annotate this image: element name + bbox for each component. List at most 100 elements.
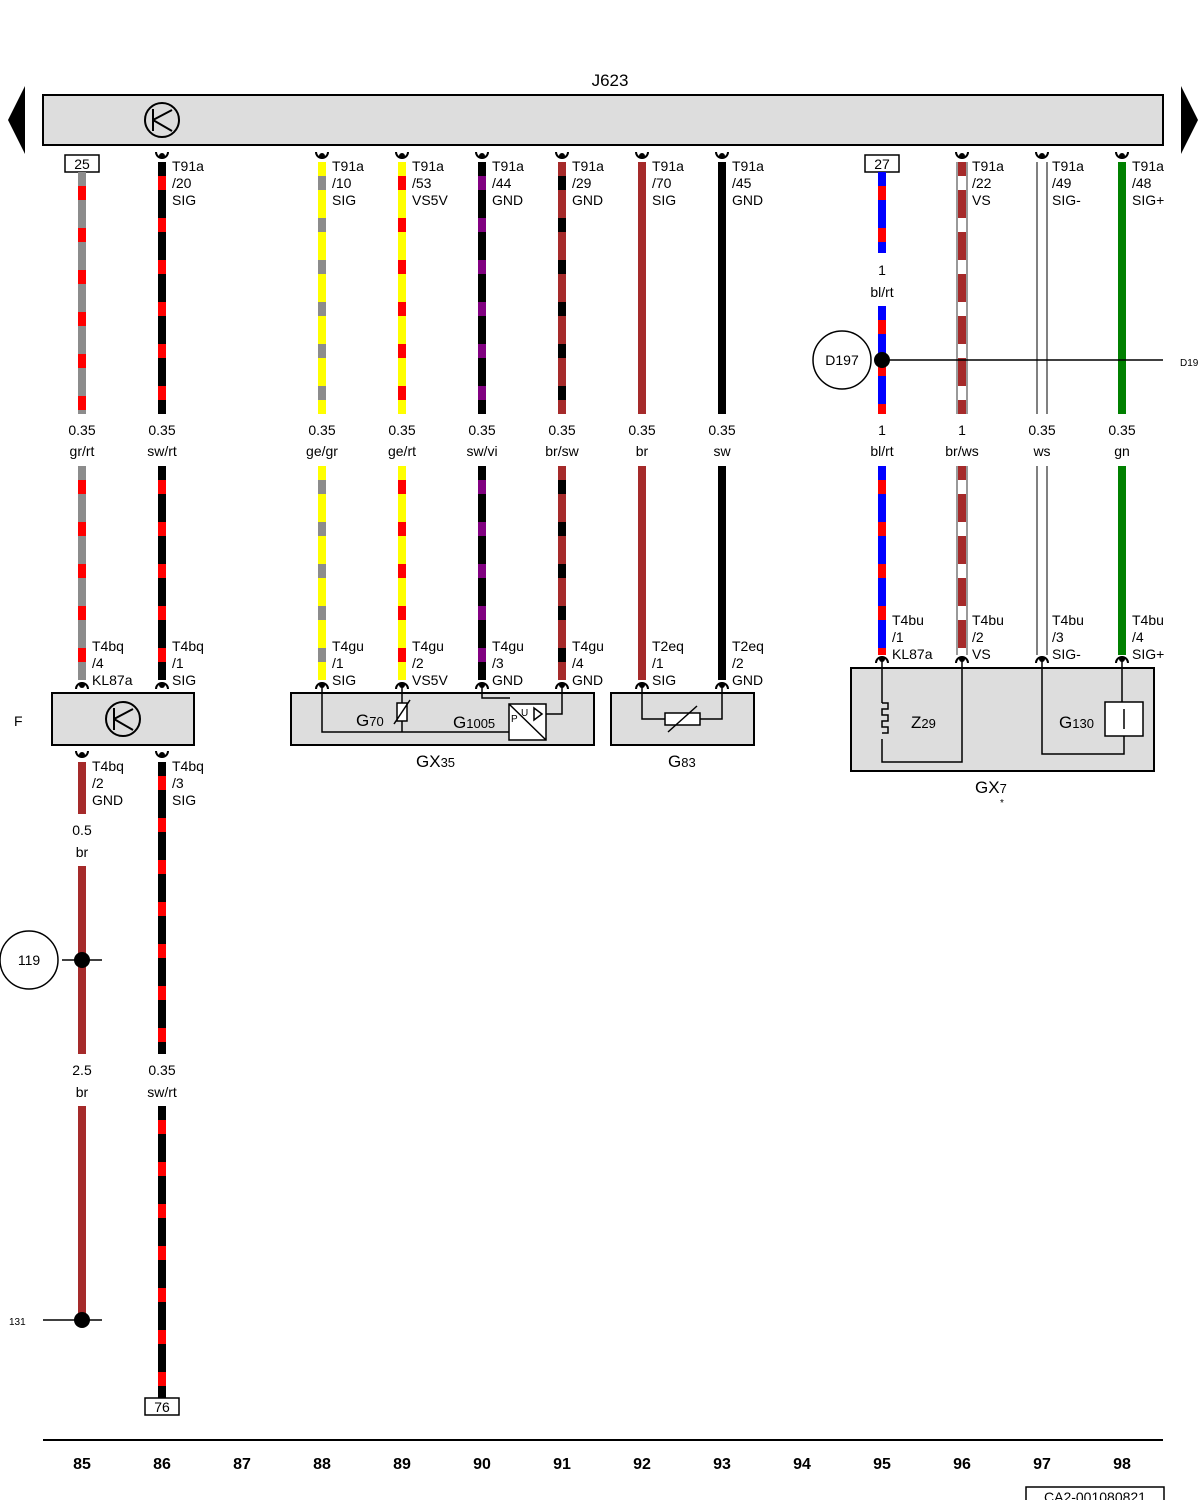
pin-col-88-pin: T4gu [332, 638, 364, 654]
wire-col-91-top-connector-dot [559, 153, 565, 159]
gx35-internal-wiring [321, 685, 563, 741]
wire-col-92-color: br [636, 443, 649, 459]
wire-85-color2: br [76, 1084, 89, 1100]
wire-col-93-color: sw [713, 443, 731, 459]
pin-col-97-connector-dot [1039, 656, 1045, 662]
sensor-u-label: U [521, 708, 528, 719]
column-number: 90 [473, 1456, 491, 1473]
wire-col-92-signal: SIG [652, 192, 676, 208]
wire-col-93-pin2: /45 [732, 175, 752, 191]
wire-col-90-pin2: /44 [492, 175, 512, 191]
pin-col-90-pin2: /3 [492, 655, 504, 671]
pin-col-88-pin2: /1 [332, 655, 344, 671]
wire-col-95-size: 1 [878, 422, 886, 438]
wires-layer: 250.35gr/rtT91a/20SIG0.35sw/rtT91a/10SIG… [64, 151, 1164, 1416]
wire-col-93-top-connector-dot [719, 153, 725, 159]
pin-col-93-signal: GND [732, 672, 763, 688]
pin-col-98-pin: T4bu [1132, 612, 1164, 628]
wire-col-96-signal: VS [972, 192, 991, 208]
pin-col-98-pin2: /4 [1132, 629, 1144, 645]
g83-internal-wiring [641, 685, 723, 733]
pin-col-85-pin2: /4 [92, 655, 104, 671]
wire-col-98-size: 0.35 [1108, 422, 1135, 438]
wire-col-89-pin2: /53 [412, 175, 432, 191]
wire-col-86-top-connector-dot [159, 153, 165, 159]
wire-col-97-pin2: /49 [1052, 175, 1072, 191]
wire-col-95-pin-label: 27 [874, 156, 890, 172]
wire-col-85-pin-label: 25 [74, 156, 90, 172]
sensor-p-label: P [511, 714, 518, 725]
column-number: 94 [793, 1456, 811, 1473]
lower-pin-col-85-pin: T4bq [92, 758, 124, 774]
wire-col-96-color: br/ws [945, 443, 978, 459]
column-number: 91 [553, 1456, 571, 1473]
ground-point-131-label: 131 [9, 1317, 26, 1328]
wire-col-92-top-connector-dot [639, 153, 645, 159]
doc-id-box [1025, 1486, 1165, 1500]
ground-point-d197 [812, 330, 872, 390]
wire-col-88-signal: SIG [332, 192, 356, 208]
wire-col-89-signal: VS5V [412, 192, 448, 208]
wire-col-86-signal: SIG [172, 192, 196, 208]
wire-col-88-size: 0.35 [308, 422, 335, 438]
wire-col-95-color: bl/rt [870, 443, 893, 459]
pin-col-96-signal: VS [972, 646, 991, 662]
wire-col-98-color: gn [1114, 443, 1130, 459]
wire-col-85-color: gr/rt [70, 443, 95, 459]
column-number: 88 [313, 1456, 331, 1473]
pin-col-89-signal: VS5V [412, 672, 448, 688]
wire-col-96-pin2: /22 [972, 175, 992, 191]
ground-point-d197-label: D197 [825, 352, 859, 368]
ecu-label: J623 [592, 71, 629, 90]
wire-col-95-mid-size: 1 [878, 262, 886, 278]
pin-col-91-pin: T4gu [572, 638, 604, 654]
wire-86-size: 0.35 [148, 1062, 175, 1078]
ground-point-119 [0, 930, 59, 990]
gx35-label: GX35 [416, 752, 455, 771]
g83-label: G83 [668, 752, 696, 771]
wire-col-90-color: sw/vi [466, 443, 497, 459]
ground-point-d197-side-label: D19 [1180, 358, 1199, 369]
pin-col-92-signal: SIG [652, 672, 676, 688]
pin-col-86-pin2: /1 [172, 655, 184, 671]
wire-col-90-size: 0.35 [468, 422, 495, 438]
wire-col-86-pin2: /20 [172, 175, 192, 191]
column-number: 97 [1033, 1456, 1051, 1473]
wire-col-90-pin: T91a [492, 158, 524, 174]
wire-col-86-color: sw/rt [147, 443, 177, 459]
wire-85-size: 0.5 [72, 822, 92, 838]
wire-86-end-pin-box [144, 1397, 180, 1416]
lower-pin-col-86-pin2: /3 [172, 775, 184, 791]
wire-col-89-top-connector-dot [399, 153, 405, 159]
wire-col-93-size: 0.35 [708, 422, 735, 438]
pin-col-95-connector-dot [879, 656, 885, 662]
wire-col-92-size: 0.35 [628, 422, 655, 438]
wire-col-86-pin: T91a [172, 158, 204, 174]
component-gx35-box [290, 692, 595, 746]
wire-col-97-pin: T91a [1052, 158, 1084, 174]
lower-pin-col-86-pin: T4bq [172, 758, 204, 774]
gx7-note: * [1000, 798, 1004, 809]
column-number: 85 [73, 1456, 91, 1473]
column-number: 98 [1113, 1456, 1131, 1473]
lower-pin-col-86-connector-dot [159, 752, 165, 758]
pin-col-93-pin2: /2 [732, 655, 744, 671]
wire-86-color: sw/rt [147, 1084, 177, 1100]
doc-id: CA2-001080821 [1044, 1489, 1146, 1500]
wire-col-96-pin: T91a [972, 158, 1004, 174]
column-number: 86 [153, 1456, 171, 1473]
wire-col-98-top-connector-dot [1119, 153, 1125, 159]
wire-col-92-pin2: /70 [652, 175, 672, 191]
column-number: 96 [953, 1456, 971, 1473]
g1005-label: G1005 [453, 713, 495, 732]
wire-col-98-pin: T91a [1132, 158, 1164, 174]
pin-col-91-pin2: /4 [572, 655, 584, 671]
page-prev-arrow-icon[interactable] [8, 86, 25, 154]
wire-col-91-color: br/sw [545, 443, 579, 459]
page-next-arrow-icon[interactable] [1181, 86, 1198, 154]
pin-col-85-connector-dot [79, 682, 85, 688]
pin-col-90-signal: GND [492, 672, 523, 688]
gx7-internal-wiring [881, 660, 1144, 763]
